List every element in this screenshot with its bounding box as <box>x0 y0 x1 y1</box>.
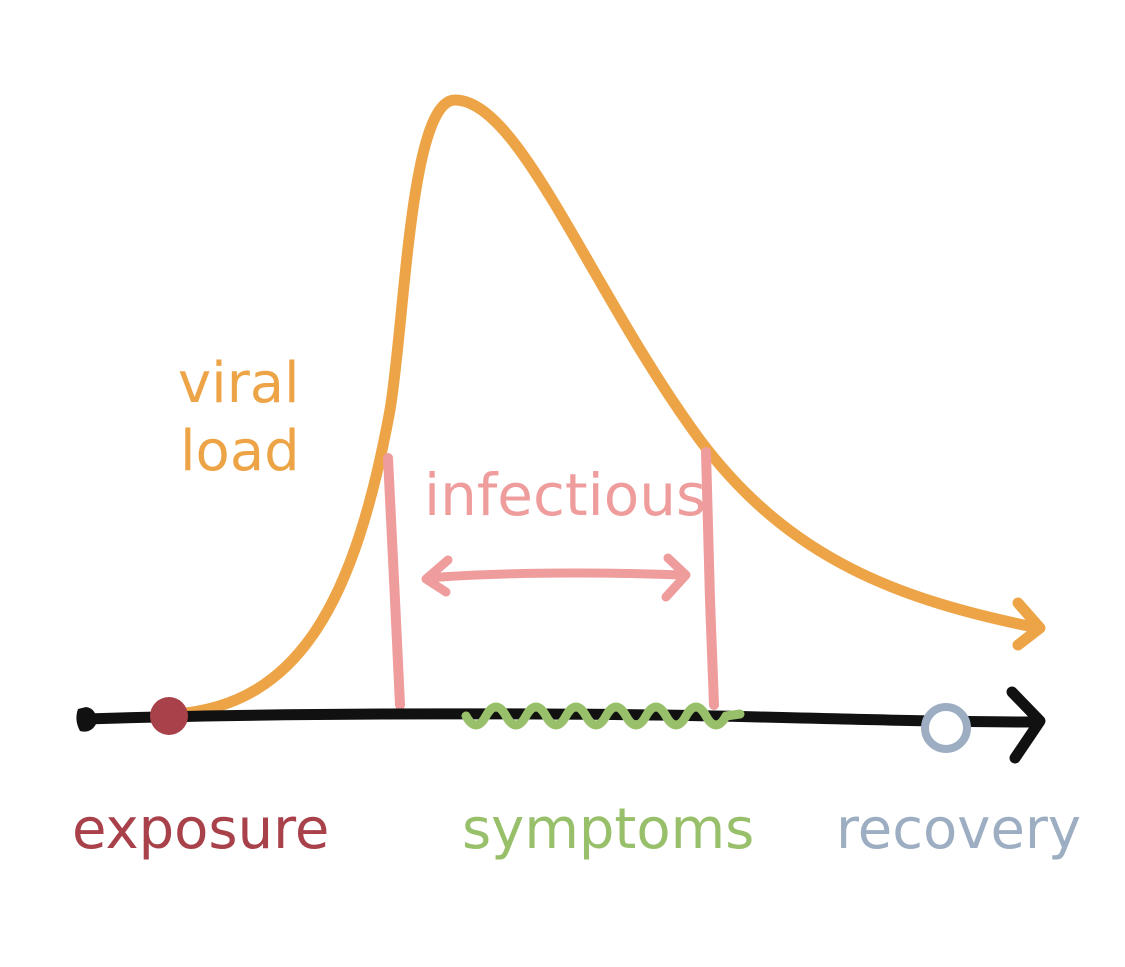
infectious-label: infectious <box>424 461 706 529</box>
viral-load-label-line2: load <box>180 419 300 484</box>
exposure-label: exposure <box>72 797 329 862</box>
timeline-arrowhead <box>1006 686 1046 764</box>
viral-load-label-line1: viral <box>178 351 300 416</box>
recovery-label: recovery <box>836 797 1081 862</box>
viral-load-arrowhead <box>1012 597 1046 651</box>
recovery-marker <box>921 703 971 753</box>
infectious-arrow-right-head <box>661 553 691 602</box>
infectious-end-line <box>701 447 719 710</box>
symptoms-squiggle <box>461 702 745 730</box>
infectious-double-arrow <box>423 568 687 583</box>
timeline-start-cap <box>76 707 97 732</box>
exposure-marker <box>150 697 188 735</box>
infectious-start-line <box>383 453 405 710</box>
symptoms-label: symptoms <box>462 797 754 862</box>
viral-load-curve <box>169 94 1044 720</box>
infectious-arrow-left-head <box>421 555 453 597</box>
